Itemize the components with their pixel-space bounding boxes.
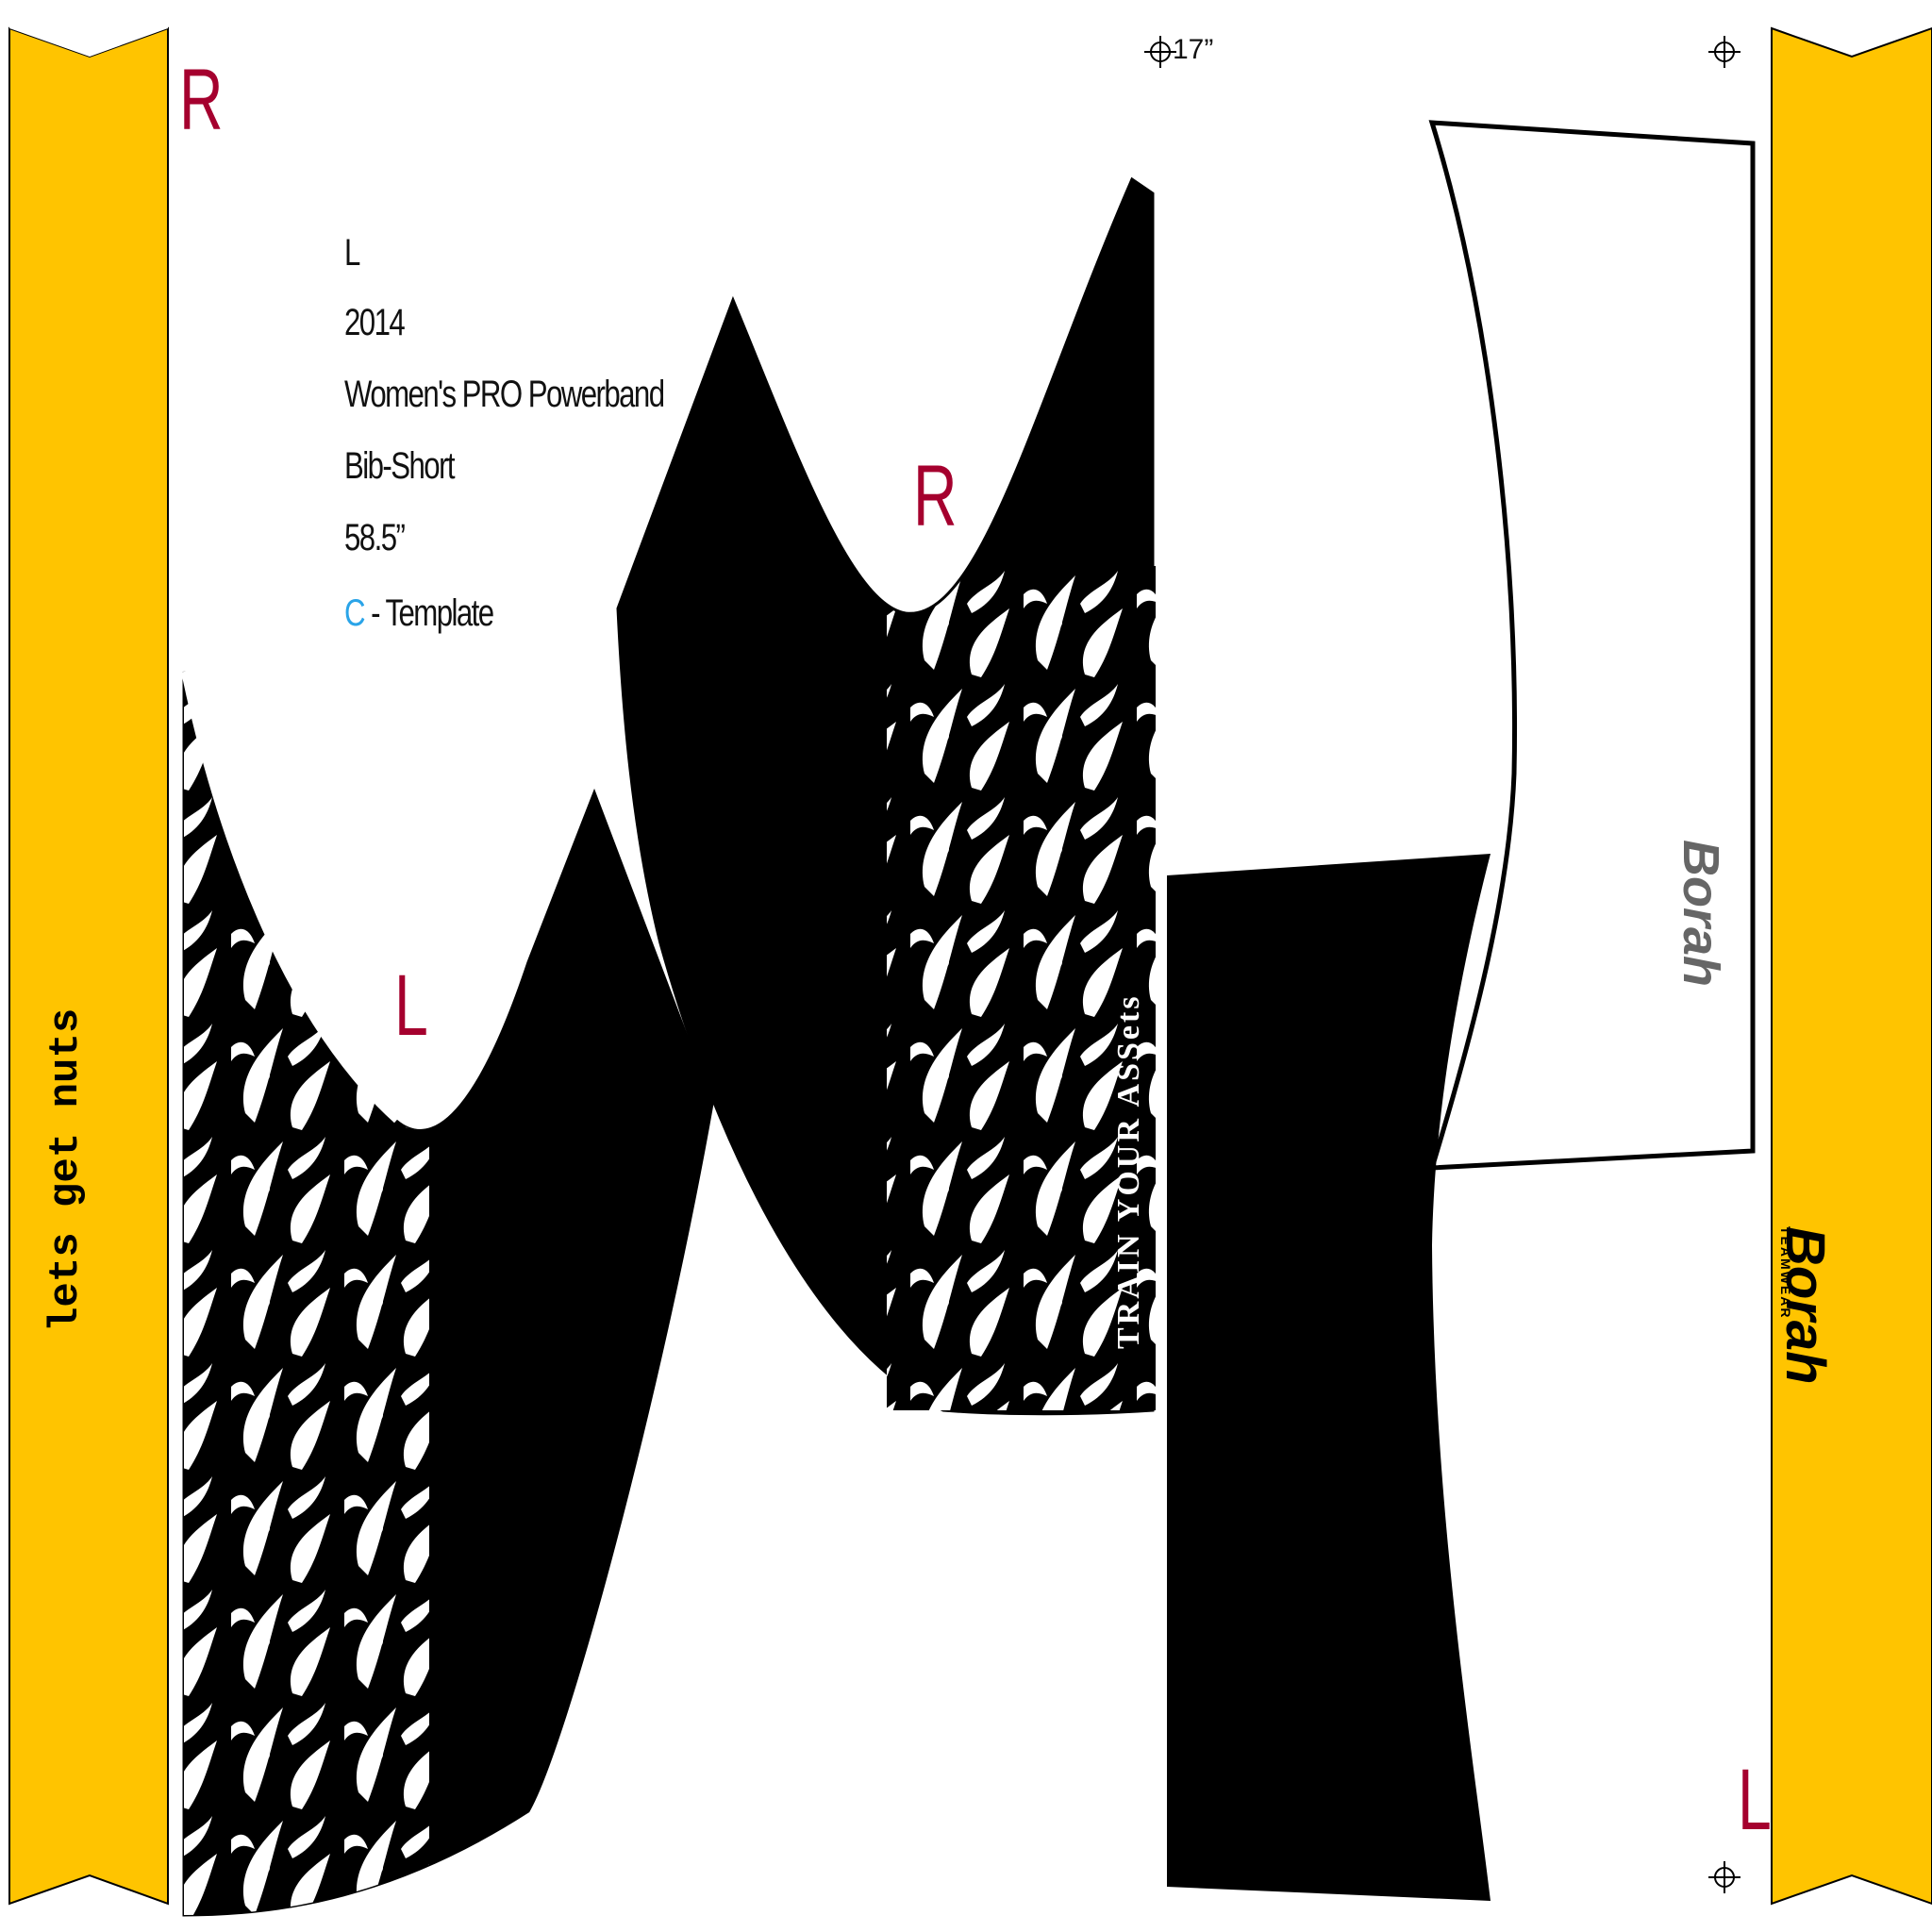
left-yellow-band bbox=[8, 24, 169, 1906]
top-right-template-panel bbox=[1428, 120, 1756, 1171]
spec-year: 2014 bbox=[344, 302, 406, 343]
label-center-panel-r: R bbox=[913, 448, 958, 544]
label-left-panel-l: L bbox=[394, 958, 428, 1054]
center-panel-text: TRAIN YOUR ASSets bbox=[1111, 993, 1146, 1349]
right-yellow-band bbox=[1771, 26, 1932, 1906]
spec-template: C - Template bbox=[344, 592, 494, 634]
label-top-left-r: R bbox=[179, 52, 224, 148]
spec-size: L bbox=[344, 232, 360, 274]
spec-length: 58.5” bbox=[344, 517, 406, 558]
center-right-black-panel bbox=[1167, 854, 1491, 1901]
left-band-text: lets get nuts bbox=[42, 1008, 90, 1332]
brand-logo-template-panel: Borah bbox=[1673, 840, 1729, 988]
spec-style: Bib-Short bbox=[344, 445, 456, 487]
center-bib-panel bbox=[616, 176, 1156, 1416]
template-suffix: - Template bbox=[363, 592, 494, 634]
spec-product: Women's PRO Powerband bbox=[344, 374, 665, 415]
left-bib-panel bbox=[181, 671, 714, 1917]
registration-marks bbox=[1144, 36, 1740, 1893]
ruler-label: 17” bbox=[1173, 34, 1214, 65]
template-letter: C bbox=[344, 592, 366, 634]
brand-sub-right-band: TEAMWEAR bbox=[1778, 1226, 1793, 1320]
label-bottom-right-l: L bbox=[1738, 1752, 1772, 1848]
